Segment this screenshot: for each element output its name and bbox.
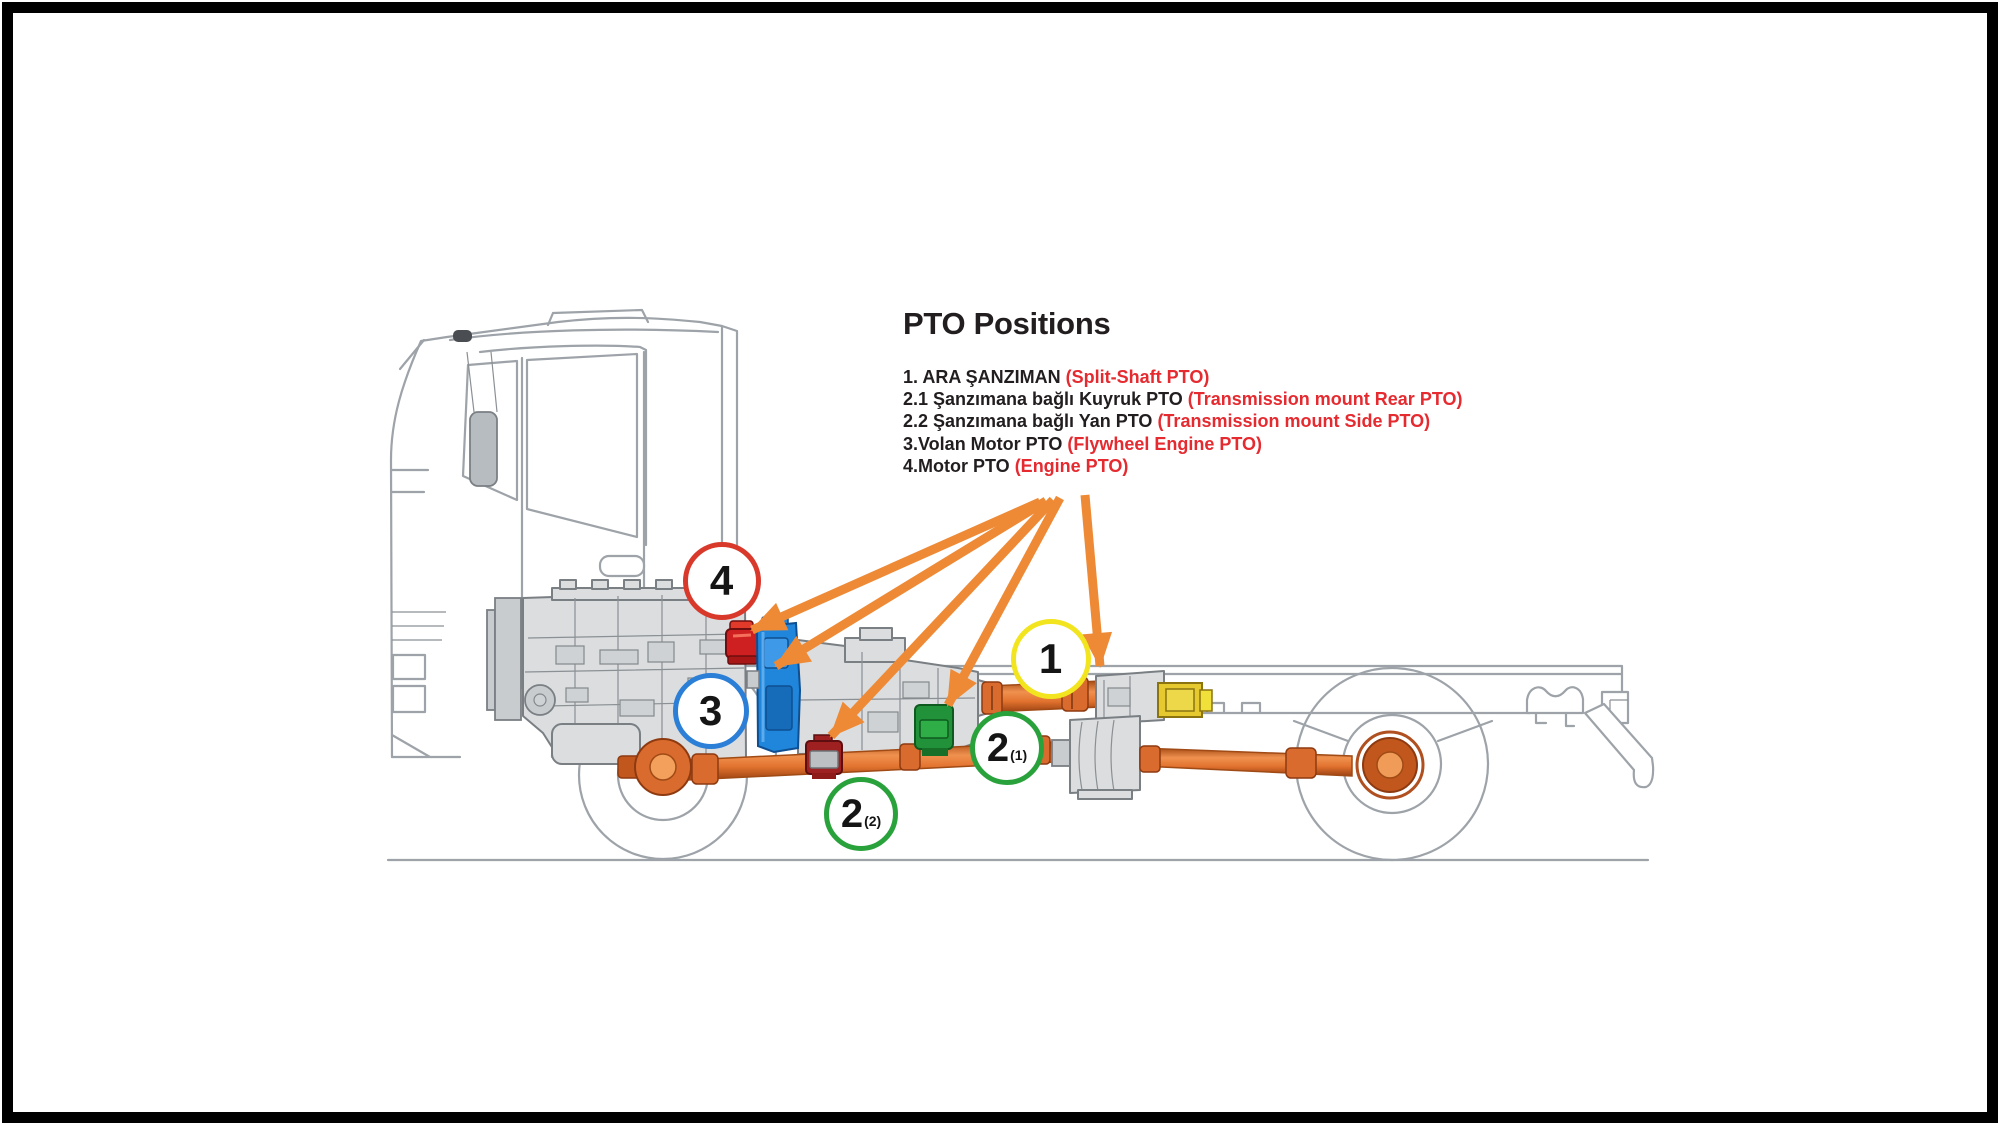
transmission-rear-pto-component (914, 704, 954, 756)
legend-item-side-pto: 2.2 Şanzımana bağlı Yan PTO (Transmissio… (903, 411, 1431, 432)
side-mirror (469, 411, 498, 487)
callout-2-2-side-pto: 2(2) (824, 777, 898, 851)
legend-item-rear-pto: 2.1 Şanzımana bağlı Kuyruk PTO (Transmis… (903, 389, 1463, 410)
arrow-split-shaft (1080, 494, 1113, 668)
oil-pan (551, 723, 641, 765)
door-window (525, 352, 639, 539)
pointer-arrows (750, 494, 1113, 740)
callout-1-split-shaft: 1 (1011, 619, 1091, 699)
cab-step-lower (391, 684, 427, 714)
callout-3-flywheel-pto: 3 (673, 673, 749, 749)
door-handle (598, 554, 646, 578)
page-title: PTO Positions (903, 306, 1111, 341)
arrow-rear-pto (944, 495, 1064, 708)
cab-lineart (389, 308, 778, 759)
arrow-engine-pto (750, 497, 1042, 635)
legend-item-split-shaft: 1. ARA ŞANZIMAN (Split-Shaft PTO) (903, 367, 1210, 387)
callout-4-engine-pto: 4 (683, 542, 761, 620)
arrow-flywheel-pto (773, 497, 1049, 670)
radiator (494, 597, 522, 721)
legend: 1. ARA ŞANZIMAN (Split-Shaft PTO) 2.1 Şa… (903, 366, 1463, 477)
roof-marker-lamp (453, 330, 472, 342)
cab-step-upper (391, 653, 427, 681)
arrow-side-pto (827, 496, 1057, 740)
legend-item-engine-pto: 4.Motor PTO (Engine PTO) (903, 455, 1129, 476)
transmission-side-pto-component (805, 734, 843, 779)
callout-2-1-rear-pto: 2(1) (970, 711, 1044, 785)
chassis-frame (735, 664, 1655, 789)
legend-item-flywheel-pto: 3.Volan Motor PTO (Flywheel Engine PTO) (903, 433, 1263, 454)
rear-driveshaft (1139, 730, 1425, 800)
split-shaft-unit (1051, 670, 1213, 800)
